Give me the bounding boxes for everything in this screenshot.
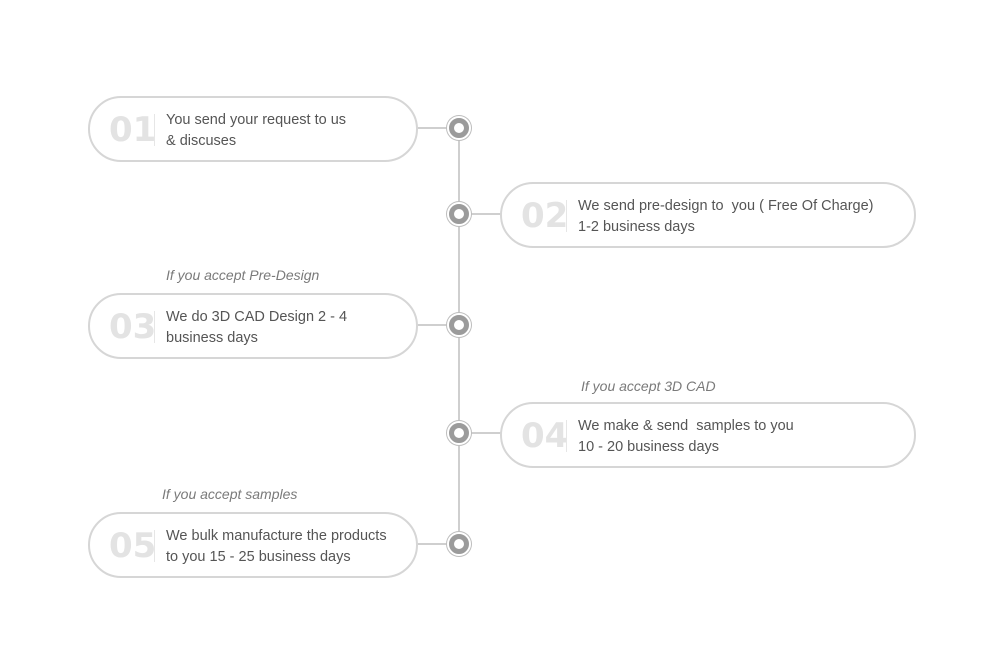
step-text-line: We bulk manufacture the products (166, 528, 387, 544)
step-text-line: You send your request to us (166, 112, 347, 128)
step-divider (154, 530, 155, 562)
step-divider (154, 114, 155, 146)
timeline-node-icon (447, 532, 471, 556)
step-text-line: We send pre-design to you ( Free Of Char… (578, 198, 874, 214)
step-description: We make & send samples to you 10 - 20 bu… (578, 416, 794, 458)
step-number: 03 (109, 307, 157, 347)
step-divider (154, 311, 155, 343)
step-number: 05 (109, 526, 157, 566)
step-card-4: 04 We make & send samples to you 10 - 20… (500, 402, 916, 468)
step-description: We send pre-design to you ( Free Of Char… (578, 196, 874, 238)
step-number: 02 (521, 196, 569, 236)
step-divider (566, 200, 567, 232)
connector-step-4 (470, 432, 502, 434)
timeline-node-icon (447, 313, 471, 337)
step-description: We bulk manufacture the products to you … (166, 526, 387, 568)
step-condition-note: If you accept samples (162, 486, 298, 502)
step-number: 04 (521, 416, 569, 456)
step-number: 01 (109, 110, 157, 150)
step-text-line: 10 - 20 business days (578, 439, 720, 455)
timeline-node-icon (447, 202, 471, 226)
timeline-node-icon (447, 116, 471, 140)
step-card-3: 03 We do 3D CAD Design 2 - 4 business da… (88, 293, 418, 359)
step-card-5: 05 We bulk manufacture the products to y… (88, 512, 418, 578)
step-card-2: 02 We send pre-design to you ( Free Of C… (500, 182, 916, 248)
step-condition-note: If you accept Pre-Design (166, 267, 320, 283)
step-text-line: to you 15 - 25 business days (166, 549, 351, 565)
step-text-line: business days (166, 330, 258, 346)
connector-step-2 (470, 213, 502, 215)
connector-step-5 (416, 543, 448, 545)
step-divider (566, 420, 567, 452)
timeline-node-icon (447, 421, 471, 445)
step-card-1: 01 You send your request to us & discuse… (88, 96, 418, 162)
step-description: We do 3D CAD Design 2 - 4 business days (166, 307, 347, 349)
connector-step-3 (416, 324, 448, 326)
step-description: You send your request to us & discuses (166, 110, 346, 152)
step-text-line: 1-2 business days (578, 219, 695, 235)
step-text-line: We do 3D CAD Design 2 - 4 (166, 309, 348, 325)
step-condition-note: If you accept 3D CAD (581, 378, 716, 394)
step-text-line: We make & send samples to you (578, 418, 794, 434)
connector-step-1 (416, 127, 448, 129)
step-text-line: & discuses (166, 133, 237, 149)
